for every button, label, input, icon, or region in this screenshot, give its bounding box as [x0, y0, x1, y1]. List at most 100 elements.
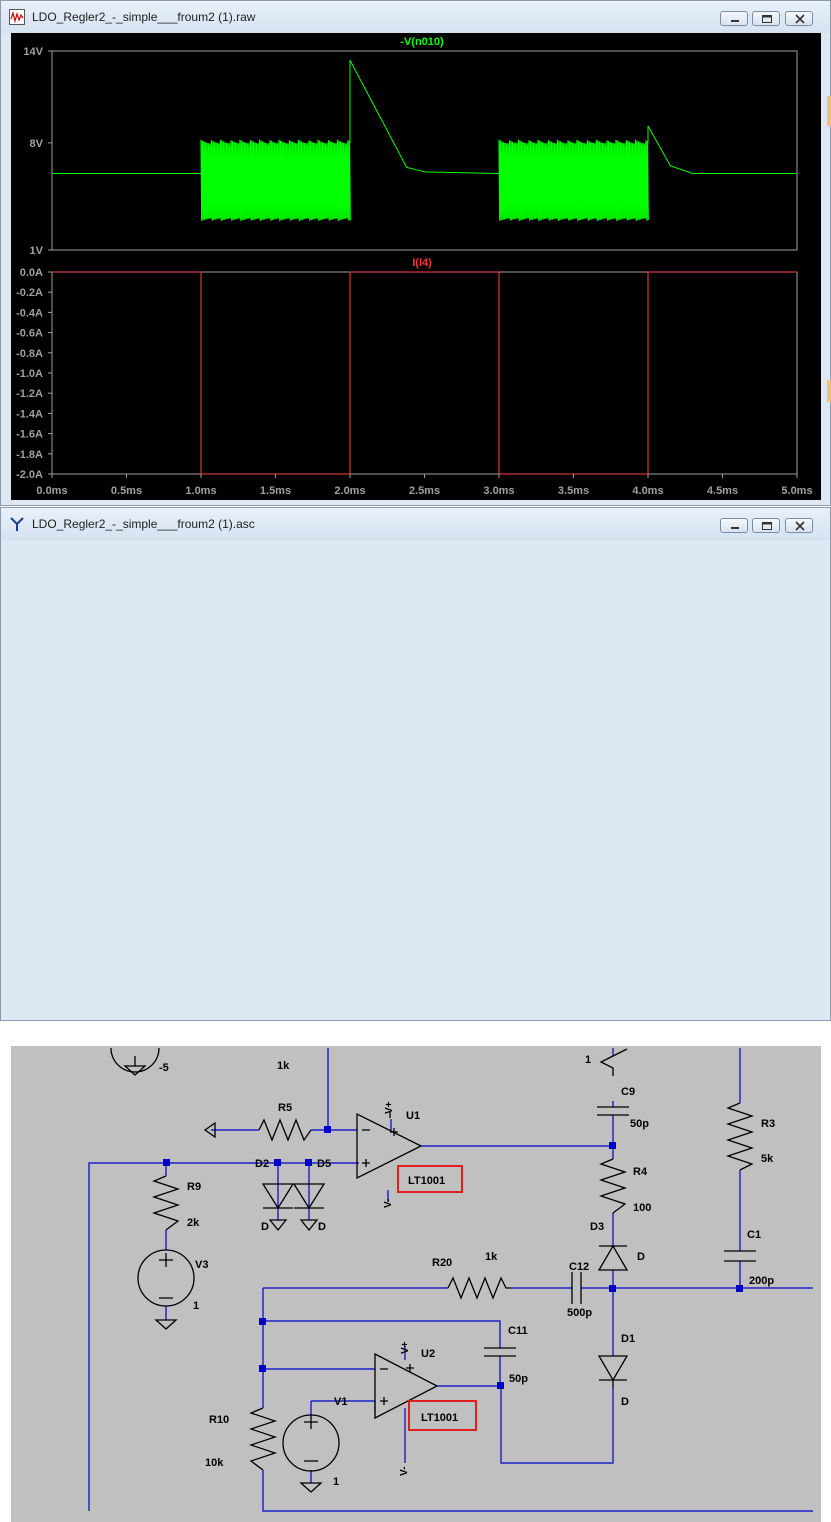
src-top-value: -5 [159, 1062, 169, 1074]
x-tick-label: 4.0ms [632, 485, 663, 497]
close-button[interactable] [785, 518, 813, 533]
schematic-titlebar[interactable]: LDO_Regler2_-_simple___froum2 (1).asc [1, 508, 830, 540]
r3-value: 5k [761, 1153, 774, 1165]
r3-label: R3 [761, 1118, 775, 1130]
close-icon [795, 521, 805, 531]
diode-d1-icon [597, 1355, 629, 1388]
top-trace [52, 59, 797, 221]
top-trace-label: -V(n010) [400, 36, 444, 48]
u2-vplus-label: V+ [400, 1341, 411, 1354]
waveform-window-title: LDO_Regler2_-_simple___froum2 (1).raw [32, 10, 256, 24]
c12-label: C12 [569, 1261, 589, 1273]
c12-value: 500p [567, 1307, 592, 1319]
trace-segment [647, 125, 797, 174]
schematic-drawing[interactable]: -5 1k 1 R5 U1 LT1001 V+ V- C9 50p R3 5k … [11, 1046, 821, 1522]
x-tick-label: 3.0ms [483, 485, 514, 497]
resistor-r9-icon [151, 1175, 181, 1231]
minimize-button[interactable] [720, 518, 748, 533]
d2-model: D [261, 1221, 269, 1233]
x-tick-label: 4.5ms [707, 485, 738, 497]
bottom-y-tick-label: -1.0A [16, 368, 43, 380]
capacitor-c9-icon [597, 1106, 629, 1116]
schematic-window: LDO_Regler2_-_simple___froum2 (1).asc [0, 507, 831, 1522]
r10-value: 10k [205, 1457, 224, 1469]
c9-label: C9 [621, 1086, 635, 1098]
minimize-icon [731, 527, 739, 529]
bottom-y-tick-label: -1.4A [16, 408, 43, 420]
bottom-plot-frame [51, 271, 798, 475]
bottom-y-tick-label: 0.0A [20, 267, 43, 279]
opamp-u1-icon [356, 1112, 423, 1180]
schematic-app-icon [10, 517, 24, 531]
diode-ground-icon [268, 1219, 319, 1232]
oscillation-fill [201, 142, 350, 219]
trace-segment [349, 59, 500, 174]
resistor-r4-icon [598, 1158, 628, 1214]
resistor-r10-icon [248, 1407, 278, 1471]
bottom-y-tick-label: -0.8A [16, 348, 43, 360]
close-icon [795, 14, 805, 24]
r5-label: R5 [278, 1102, 292, 1114]
close-button[interactable] [785, 11, 813, 26]
ground-icon [154, 1319, 178, 1330]
v3-value: 1 [193, 1300, 199, 1312]
d3-model: D [637, 1251, 645, 1263]
capacitor-c1-icon [724, 1250, 756, 1262]
bottom-y-tick-label: -0.6A [16, 328, 43, 340]
schematic-window-title: LDO_Regler2_-_simple___froum2 (1).asc [32, 517, 255, 531]
restore-icon [762, 522, 772, 530]
v3-label: V3 [195, 1259, 208, 1271]
d5-label: D5 [317, 1158, 331, 1170]
u1-model: LT1001 [408, 1175, 445, 1187]
ground-icon [299, 1482, 323, 1493]
bottom-y-ticks: 0.0A-0.2A-0.4A-0.6A-0.8A-1.0A-1.2A-1.4A-… [16, 267, 52, 481]
u1-label: U1 [406, 1110, 420, 1122]
r20-value: 1k [485, 1251, 498, 1263]
bottom-y-tick-label: -1.6A [16, 429, 43, 441]
x-tick-label: 3.5ms [558, 485, 589, 497]
u2-model: LT1001 [421, 1412, 458, 1424]
diode-d3-icon [597, 1244, 629, 1271]
c1-label: C1 [747, 1229, 761, 1241]
current-trace [52, 271, 797, 475]
v1-value: 1 [333, 1476, 339, 1488]
bottom-y-tick-label: -1.8A [16, 449, 43, 461]
maximize-button[interactable] [752, 518, 780, 533]
r9-label: R9 [187, 1181, 201, 1193]
top-y-tick-label: 8V [30, 138, 44, 150]
capacitor-c11-icon [484, 1347, 516, 1357]
maximize-button[interactable] [752, 11, 780, 26]
resistor-r20-icon [447, 1276, 511, 1300]
oscillation-fill [499, 142, 648, 219]
top-y-tick-label: 1V [30, 245, 44, 257]
r4-value: 100 [633, 1202, 651, 1214]
wires [88, 1048, 813, 1512]
top-y-tick-label: 14V [23, 46, 43, 58]
restore-icon [762, 15, 772, 23]
r20-label: R20 [432, 1257, 452, 1269]
waveform-app-icon [9, 9, 25, 25]
top-y-ticks: 14V 8V 1V [23, 46, 52, 257]
bottom-y-tick-label: -0.4A [16, 307, 43, 319]
c11-label: C11 [508, 1325, 528, 1337]
c9-value: 50p [630, 1118, 649, 1130]
schematic-canvas[interactable]: -5 1k 1 R5 U1 LT1001 V+ V- C9 50p R3 5k … [11, 1046, 821, 1522]
waveform-titlebar[interactable]: LDO_Regler2_-_simple___froum2 (1).raw [1, 1, 830, 33]
minimize-button[interactable] [720, 11, 748, 26]
top-right-value: 1 [585, 1054, 591, 1066]
opamp-u2-icon [374, 1352, 439, 1420]
d3-label: D3 [590, 1221, 604, 1233]
x-tick-label: 0.0ms [36, 485, 67, 497]
x-tick-label: 2.0ms [334, 485, 365, 497]
background-window-edge [827, 96, 831, 126]
u2-label: U2 [421, 1348, 435, 1360]
x-tick-label: 2.5ms [409, 485, 440, 497]
u1-vplus-label: V+ [384, 1101, 395, 1114]
c1-value: 200p [749, 1275, 774, 1287]
top-plot-frame [51, 50, 798, 251]
u2-vminus-label: V- [399, 1467, 410, 1476]
minimize-icon [731, 20, 739, 22]
